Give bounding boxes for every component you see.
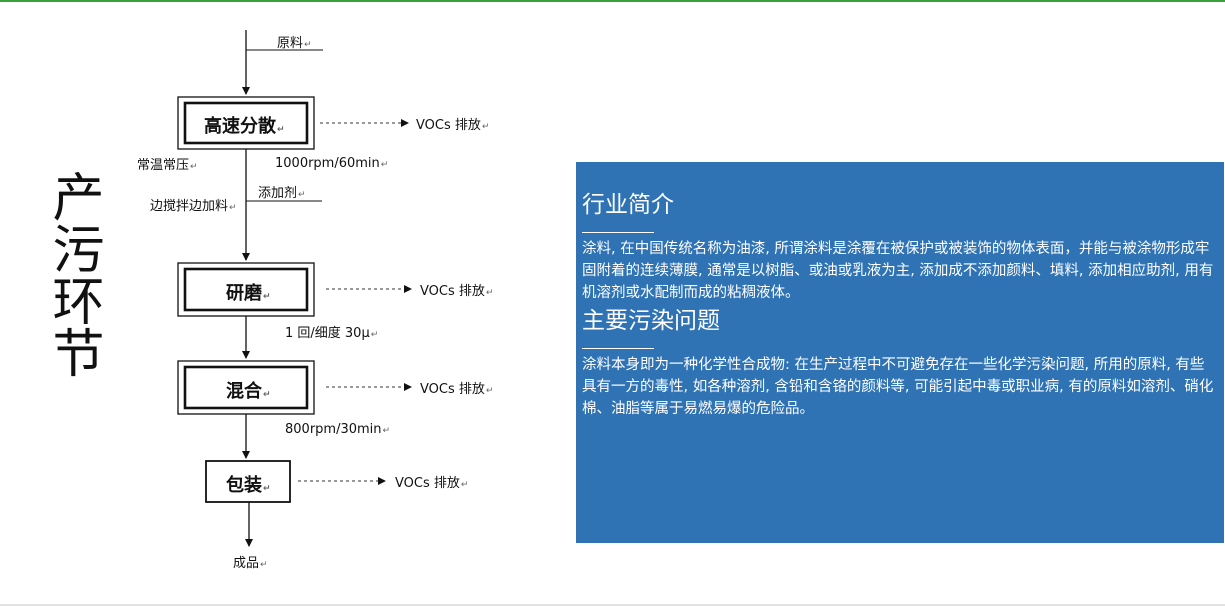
emission-label-mixing: VOCs 排放↵ [420, 382, 494, 397]
process-flowchart: 原料↵ 高速分散↵ 研磨↵ 混合↵ 包装↵ VOCs 排放↵ VOCs 排放↵ … [0, 0, 560, 611]
title-underline [582, 232, 654, 233]
emission-label-packaging: VOCs 排放↵ [395, 476, 469, 491]
step-box-grinding [177, 262, 315, 317]
section-title-pollution-issues: 主要污染问题 [582, 308, 720, 334]
flowchart-connectors [177, 30, 412, 547]
step-box-packaging [205, 460, 291, 503]
step-box-dispersion [177, 96, 315, 150]
param-mixing-speed: 800rpm/30min↵ [285, 422, 391, 437]
param-dispersion-speed: 1000rpm/60min↵ [275, 156, 389, 171]
step-label-grinding: 研磨↵ [226, 283, 271, 304]
additive-label: 添加剂↵ [258, 186, 306, 201]
product-label: 成品↵ [233, 556, 268, 571]
section-title-industry-intro: 行业简介 [582, 192, 674, 218]
emission-label-dispersion: VOCs 排放↵ [416, 118, 490, 133]
side-title: 产污环节 [43, 170, 103, 378]
step-label-mixing: 混合↵ [226, 381, 271, 402]
condition-stir-while-feeding: 边搅拌边加料↵ [150, 199, 237, 214]
step-box-mixing [177, 360, 315, 415]
step-label-packaging: 包装↵ [226, 475, 271, 496]
raw-material-label: 原料↵ [277, 36, 312, 51]
pollution-issues-text: 涂料本身即为一种化学性合成物: 在生产过程中不可避免存在一些化学污染问题, 所用… [582, 357, 1214, 417]
condition-normal-temp-pressure: 常温常压↵ [137, 158, 198, 173]
industry-intro-text: 涂料, 在中国传统名称为油漆, 所谓涂料是涂覆在被保护或被装饰的物体表面，并能与… [582, 241, 1214, 301]
emission-label-grinding: VOCs 排放↵ [420, 284, 494, 299]
step-label-dispersion: 高速分散↵ [204, 116, 285, 137]
title-underline [582, 348, 654, 349]
info-panel: 行业简介 涂料, 在中国传统名称为油漆, 所谓涂料是涂覆在被保护或被装饰的物体表… [576, 162, 1224, 543]
top-accent-line [0, 0, 1225, 2]
bottom-divider [0, 604, 1225, 606]
param-grinding-fineness: 1 回/细度 30μ↵ [285, 326, 379, 341]
